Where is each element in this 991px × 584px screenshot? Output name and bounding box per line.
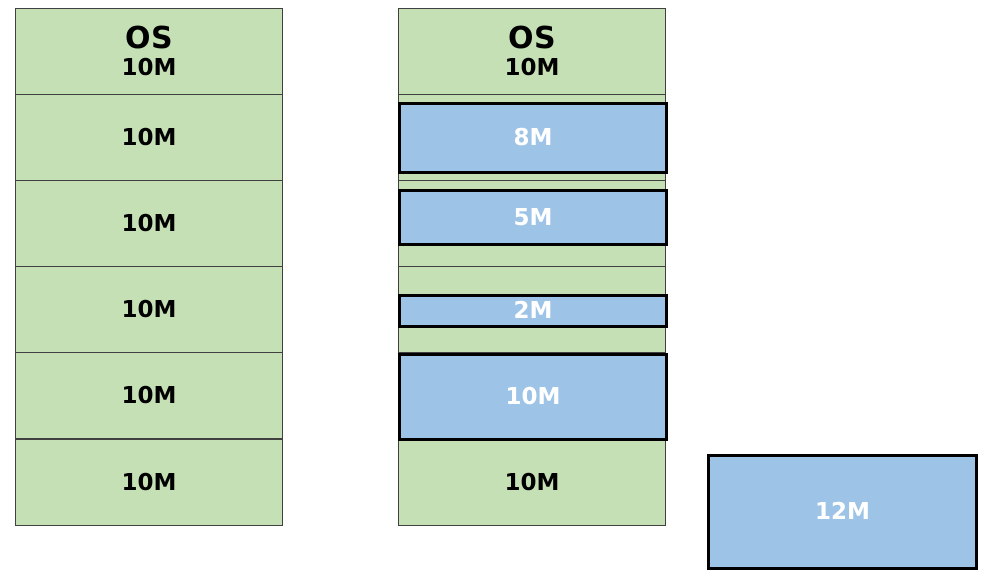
- os-partition: OS 10M: [398, 8, 666, 95]
- waiting-process-block-12m: 12M: [707, 454, 978, 570]
- partition-size-label: 10M: [504, 54, 560, 81]
- partition-size-label: 10M: [504, 469, 560, 496]
- os-label: OS: [124, 20, 174, 56]
- partition-size-label: 10M: [121, 210, 177, 237]
- process-block-2m: 2M: [398, 294, 668, 328]
- process-block-10m: 10M: [398, 353, 668, 441]
- os-label: OS: [507, 20, 557, 56]
- process-size-label: 10M: [505, 384, 561, 410]
- process-block-8m: 8M: [398, 102, 668, 174]
- os-partition: OS 10M: [15, 8, 283, 95]
- memory-layout-right: OS 10M 10M: [398, 8, 666, 526]
- process-size-label: 8M: [513, 125, 553, 151]
- partition-4: 10M: [15, 352, 283, 439]
- partition-size-label: 10M: [121, 124, 177, 151]
- partition-5: 10M: [398, 439, 666, 526]
- process-size-label: 12M: [815, 499, 870, 525]
- partition-size-label: 10M: [121, 469, 177, 496]
- partition-1: 10M: [15, 94, 283, 181]
- process-block-5m: 5M: [398, 189, 668, 246]
- partition-3: 10M: [15, 266, 283, 353]
- partition-2: 10M: [15, 180, 283, 267]
- process-size-label: 5M: [513, 204, 553, 231]
- partition-size-label: 10M: [121, 382, 177, 409]
- partition-5: 10M: [15, 439, 283, 526]
- partition-size-label: 10M: [121, 54, 177, 81]
- process-size-label: 2M: [513, 298, 553, 324]
- memory-layout-left: OS 10M 10M 10M 10M 10M 10M: [15, 8, 283, 526]
- partition-size-label: 10M: [121, 296, 177, 323]
